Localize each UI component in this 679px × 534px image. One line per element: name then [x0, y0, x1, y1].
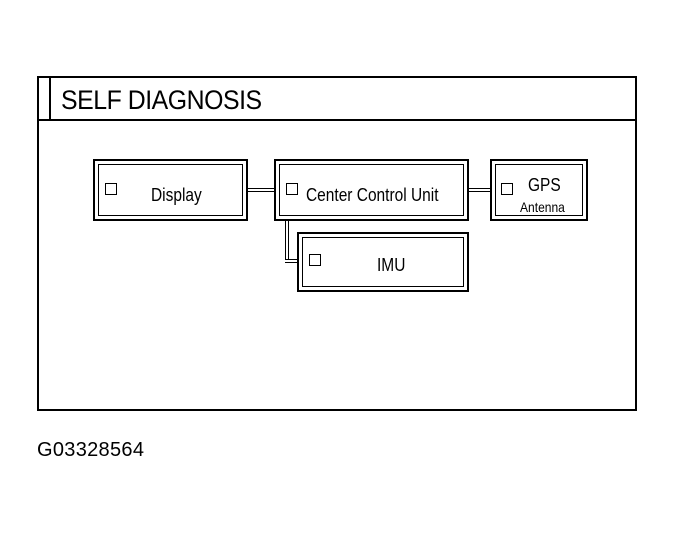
gps-antenna-button[interactable]: GPS Antenna [490, 159, 588, 221]
display-status-checkbox [105, 183, 117, 195]
title-accent-line [49, 78, 51, 119]
display-unit-label: Display [151, 185, 202, 205]
imu-unit-button[interactable]: IMU [297, 232, 469, 292]
figure-code: G03328564 [37, 439, 145, 461]
gps-antenna-label-line1: GPS [528, 175, 561, 195]
center-control-status-checkbox [286, 183, 298, 195]
imu-status-checkbox [309, 254, 321, 266]
center-control-unit-button[interactable]: Center Control Unit [274, 159, 469, 221]
display-unit-button[interactable]: Display [93, 159, 248, 221]
connector-ccu-gps [468, 188, 492, 192]
title-bar: SELF DIAGNOSIS [39, 78, 635, 121]
self-diagnosis-screen: SELF DIAGNOSIS Display Center Control Un… [37, 76, 637, 411]
gps-antenna-status-checkbox [501, 183, 513, 195]
connector-display-ccu [246, 188, 278, 192]
gps-antenna-label-line2: Antenna [520, 199, 565, 215]
center-control-unit-label: Center Control Unit [306, 185, 439, 205]
page-title: SELF DIAGNOSIS [61, 85, 262, 115]
connector-ccu-imu-horizontal [285, 259, 299, 263]
connector-ccu-imu-vertical [285, 217, 289, 262]
imu-unit-label: IMU [377, 255, 406, 275]
